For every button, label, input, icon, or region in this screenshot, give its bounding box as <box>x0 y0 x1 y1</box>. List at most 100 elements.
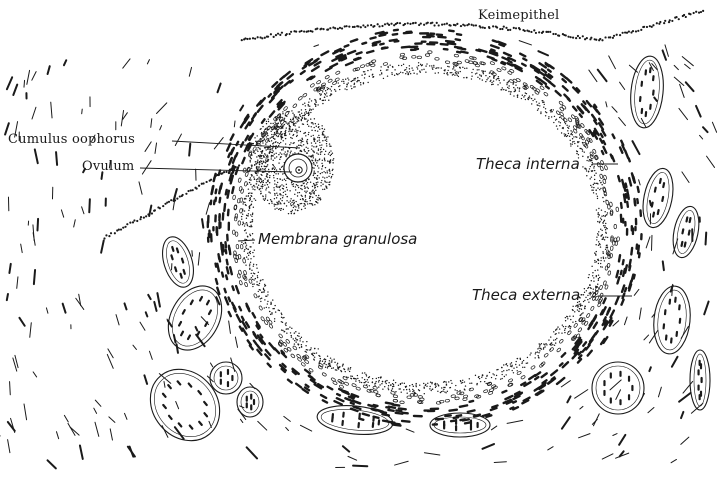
theca-externa-cell <box>232 286 233 290</box>
granulosa-cell <box>246 215 247 216</box>
vessel-nucleus <box>163 405 166 408</box>
cumulus-cell <box>270 192 271 193</box>
granulosa-cell <box>291 335 292 336</box>
stroma-fiber <box>680 84 685 97</box>
granulosa-cell <box>447 66 448 67</box>
granulosa-cell <box>252 238 253 239</box>
granulosa-cell <box>545 108 546 109</box>
granulosa-cell <box>345 79 346 80</box>
granulosa-cell <box>252 214 253 215</box>
granulosa-cell <box>260 289 261 290</box>
granulosa-cell <box>451 383 452 384</box>
granulosa-cell <box>281 314 282 315</box>
cumulus-cell <box>318 135 319 136</box>
cumulus-cell <box>297 192 298 193</box>
theca-externa-cell <box>446 41 454 42</box>
cumulus-cell <box>309 196 310 197</box>
granulosa-cell <box>305 111 306 112</box>
granulosa-cell <box>447 391 448 392</box>
vessel <box>690 350 710 410</box>
granulosa-cell <box>308 104 309 105</box>
granulosa-cell <box>252 279 253 280</box>
theca-externa-cell <box>367 51 373 53</box>
granulosa-cell <box>578 311 579 312</box>
cumulus-cell <box>275 173 276 174</box>
granulosa-cell <box>246 222 247 223</box>
theca-externa-cell <box>633 177 634 183</box>
stroma-fiber <box>229 321 231 333</box>
theca-interna-cell <box>301 362 306 367</box>
cumulus-cell <box>271 136 272 137</box>
theca-externa-cell <box>634 199 635 205</box>
cumulus-cell <box>326 141 327 142</box>
epithel-cell <box>238 164 240 166</box>
granulosa-cell <box>319 93 320 94</box>
vessel-nucleus <box>182 259 183 263</box>
granulosa-cell <box>588 274 589 275</box>
epithel-cell <box>136 220 138 222</box>
granulosa-cell <box>297 335 298 336</box>
granulosa-cell <box>249 252 250 253</box>
granulosa-cell <box>506 363 507 364</box>
granulosa-cell <box>592 275 593 276</box>
stroma-fiber <box>343 446 349 451</box>
granulosa-cell <box>604 227 605 228</box>
granulosa-cell <box>497 84 498 85</box>
epithel-cell <box>345 25 347 27</box>
granulosa-cell <box>486 375 487 376</box>
granulosa-cell <box>299 340 300 341</box>
granulosa-cell <box>469 383 470 384</box>
stroma-fiber <box>46 308 48 313</box>
epithel-cell <box>622 32 624 34</box>
granulosa-cell <box>537 348 538 349</box>
theca-interna-cell <box>556 110 561 115</box>
granulosa-cell <box>370 69 371 70</box>
granulosa-cell <box>366 375 367 376</box>
granulosa-cell <box>252 284 253 285</box>
granulosa-cell <box>565 328 566 329</box>
stroma-fiber <box>619 435 625 445</box>
cumulus-cell <box>261 155 262 156</box>
granulosa-cell <box>572 310 573 311</box>
cumulus-cell <box>294 115 295 116</box>
theca-externa-cell <box>389 407 395 408</box>
theca-interna-cell <box>290 353 295 358</box>
granulosa-cell <box>550 110 551 111</box>
granulosa-cell <box>586 290 587 291</box>
granulosa-cell <box>598 275 599 276</box>
cumulus-cell <box>327 160 328 161</box>
epithel-cell <box>663 22 665 24</box>
stroma-fiber <box>646 237 650 248</box>
cumulus-cell <box>300 203 301 204</box>
granulosa-cell <box>567 130 568 131</box>
epithel-cell <box>360 26 362 28</box>
cumulus-cell <box>276 131 277 132</box>
vessel-nucleus <box>204 413 207 416</box>
vessel-nucleus <box>178 381 181 384</box>
theca-externa-cell <box>296 384 301 388</box>
cumulus-cell <box>259 156 260 157</box>
granulosa-cell <box>400 72 401 73</box>
granulosa-cell <box>460 380 461 381</box>
granulosa-cell <box>353 86 354 87</box>
granulosa-cell <box>425 71 426 72</box>
granulosa-cell <box>551 116 552 117</box>
granulosa-cell <box>264 299 265 300</box>
granulosa-cell <box>526 363 527 364</box>
granulosa-cell <box>265 147 266 148</box>
granulosa-cell <box>528 97 529 98</box>
granulosa-cell <box>505 374 506 375</box>
cumulus-cell <box>263 180 264 181</box>
cumulus-cell <box>268 159 269 160</box>
theca-externa-cell <box>252 114 255 119</box>
theca-interna-cell <box>243 168 247 173</box>
cumulus-cell <box>305 135 306 136</box>
cumulus-cell <box>266 123 267 124</box>
granulosa-cell <box>331 361 332 362</box>
cumulus-cell <box>274 138 275 139</box>
stroma-fiber <box>218 84 221 93</box>
cumulus-cell <box>276 119 277 120</box>
granulosa-cell <box>367 82 368 83</box>
granulosa-cell <box>249 200 250 201</box>
